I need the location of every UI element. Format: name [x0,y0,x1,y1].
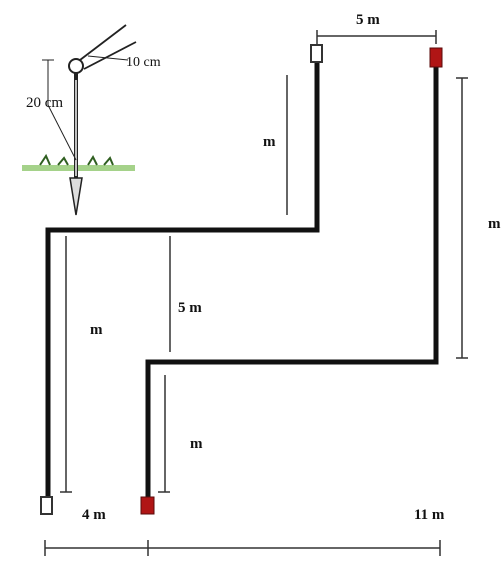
feeder-tube-1 [79,24,127,61]
label-top-width: 5 m [356,12,380,28]
label-bottom-right: 11 m [414,507,445,523]
label-mid-step: 5 m [178,300,202,316]
emitter-bottom-right [140,496,155,515]
emitter-top-right [429,47,443,68]
emitter-top-left [310,44,323,63]
stake-detail: 10 cm 20 cm [22,24,161,216]
stake-offset-label: 10 cm [126,55,161,70]
label-lower-drop: m [190,436,203,452]
feeder-tube-2 [83,41,137,70]
stake-depth-label: 20 cm [26,95,63,111]
emitters [40,44,443,515]
dimensions [44,30,468,556]
stake-tip [69,177,83,216]
grass-tufts [39,153,114,166]
depth-dim-guide [47,104,77,161]
dimension-labels: 5 m m m 5 m m m 4 m 11 m [82,12,501,523]
pipe-network [45,60,439,499]
label-right-height: m [488,216,501,232]
stake-head [68,58,84,74]
label-upper-left-height: m [263,134,276,150]
label-left-drop: m [90,322,103,338]
emitter-bottom-left [40,496,53,515]
offset-tick [87,55,129,61]
label-bottom-left: 4 m [82,507,106,523]
main-pipe-left [45,60,320,499]
main-pipe-right [145,65,439,499]
